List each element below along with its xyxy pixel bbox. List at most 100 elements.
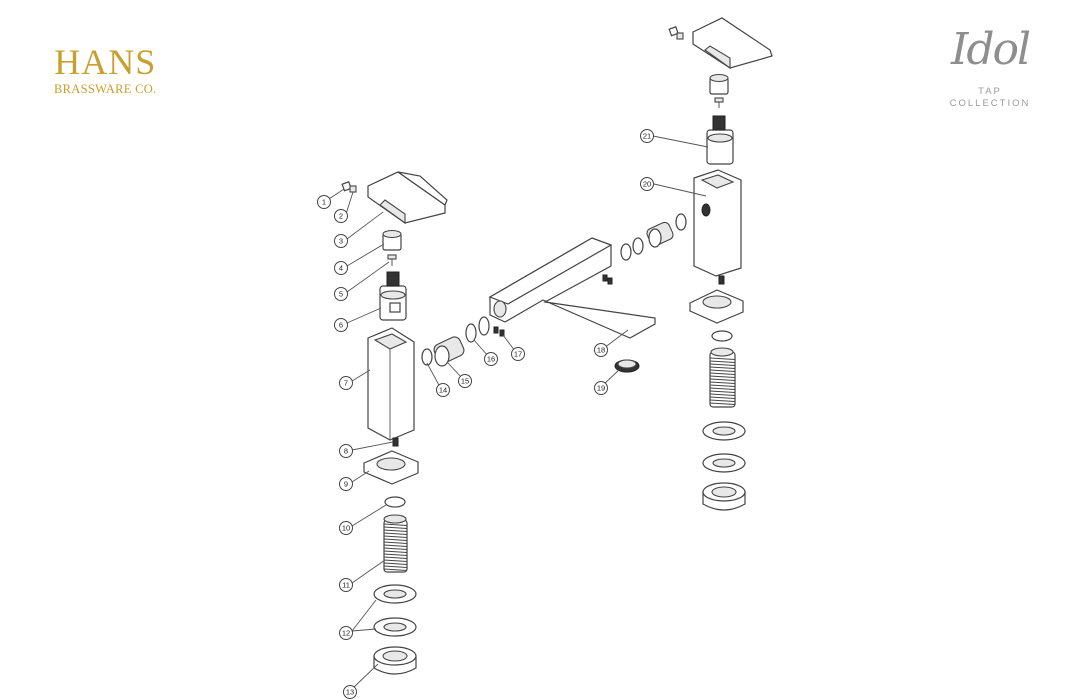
thread-line [709, 381, 736, 384]
callout-16: 16 [484, 352, 498, 366]
thread-line [383, 523, 408, 526]
callout-10: 10 [339, 521, 353, 535]
callout-11: 11 [339, 578, 353, 592]
svg-text:2: 2 [339, 212, 343, 221]
svg-text:12: 12 [342, 629, 350, 638]
svg-text:4: 4 [339, 264, 343, 273]
part-screw-left [341, 181, 357, 193]
part-handle-right [692, 17, 773, 69]
callout-15: 15 [458, 374, 472, 388]
collection-script-name: Idol [950, 24, 1031, 75]
thread-line [383, 535, 408, 538]
part-body-right [693, 169, 742, 277]
callout-3: 3 [334, 234, 348, 248]
svg-text:8: 8 [344, 447, 348, 456]
svg-text:7: 7 [344, 379, 348, 388]
svg-text:19: 19 [597, 384, 605, 393]
thread-line [709, 372, 736, 375]
svg-text:20: 20 [643, 180, 651, 189]
thread-line [383, 562, 408, 565]
callouts: 1 2 3 4 5 6 7 8 9 10 11 12 13 14 15 16 1… [317, 129, 654, 699]
callout-8: 8 [339, 444, 353, 458]
thread-line [383, 550, 408, 553]
brand-name: HANS [54, 42, 157, 82]
callout-13: 13 [343, 685, 357, 699]
part-aerator [614, 359, 640, 373]
callout-21: 21 [640, 129, 654, 143]
callout-7: 7 [339, 376, 353, 390]
svg-text:14: 14 [439, 386, 447, 395]
svg-text:5: 5 [339, 290, 343, 299]
thread-line [709, 366, 736, 369]
svg-text:18: 18 [597, 346, 605, 355]
thread-line [383, 553, 408, 556]
thread-line [383, 529, 408, 532]
part-back-nut-left [373, 646, 417, 675]
thread-line [383, 556, 408, 559]
callout-17: 17 [511, 347, 525, 361]
part-ring-16b [478, 316, 490, 336]
svg-text:16: 16 [487, 355, 495, 364]
thread-line [709, 393, 736, 396]
thread-line [383, 565, 408, 568]
callout-19: 19 [594, 381, 608, 395]
callout-2: 2 [334, 209, 348, 223]
svg-text:17: 17 [514, 350, 522, 359]
thread-line [383, 532, 408, 535]
thread-line [709, 369, 736, 372]
right-tap-assembly [668, 17, 773, 511]
part-shank-left [383, 514, 408, 573]
thread-line [709, 399, 736, 402]
svg-text:1: 1 [322, 198, 326, 207]
leader-lines [328, 135, 709, 689]
thread-line [383, 526, 408, 529]
thread-line [383, 538, 408, 541]
left-tap-assembly [341, 171, 448, 675]
part-body-left [367, 327, 415, 441]
thread-line [709, 402, 736, 405]
thread-line [709, 375, 736, 378]
part-oring-left [384, 496, 406, 508]
svg-text:21: 21 [643, 132, 651, 141]
part-spout-body [488, 237, 656, 339]
thread-line [709, 363, 736, 366]
thread-line [383, 547, 408, 550]
callout-9: 9 [339, 477, 353, 491]
callout-1: 1 [317, 195, 331, 209]
collection-line2: COLLECTION [949, 98, 1031, 109]
collection-line1: TAP [978, 86, 1002, 97]
svg-text:9: 9 [344, 480, 348, 489]
callout-18: 18 [594, 343, 608, 357]
part-cartridge-right [706, 115, 734, 165]
callout-14: 14 [436, 383, 450, 397]
callout-20: 20 [640, 177, 654, 191]
thread-line [709, 390, 736, 393]
brand-logo: HANS BRASSWARE CO. [54, 44, 157, 97]
part-handle-left [367, 171, 448, 225]
thread-line [709, 384, 736, 387]
thread-line [383, 568, 408, 571]
part-diverter-right [646, 221, 674, 248]
part-diverter-left [433, 336, 465, 367]
part-adaptor-left [382, 229, 402, 251]
brand-subtitle: BRASSWARE CO. [54, 82, 157, 96]
thread-line [709, 360, 736, 363]
svg-text:13: 13 [346, 688, 354, 697]
svg-text:6: 6 [339, 321, 343, 330]
callout-12: 12 [339, 626, 353, 640]
thread-line [383, 544, 408, 547]
spout-assembly [421, 213, 687, 373]
collection-logo: Idol TAP COLLECTION [930, 18, 1050, 118]
part-oring-14 [421, 348, 433, 366]
svg-text:10: 10 [342, 524, 350, 533]
svg-text:3: 3 [339, 237, 343, 246]
thread-line [709, 378, 736, 381]
callout-5: 5 [334, 287, 348, 301]
thread-line [383, 541, 408, 544]
callout-6: 6 [334, 318, 348, 332]
part-cartridge-left [379, 271, 407, 321]
part-ring-16a [465, 323, 477, 343]
callout-4: 4 [334, 261, 348, 275]
svg-text:11: 11 [342, 581, 350, 590]
